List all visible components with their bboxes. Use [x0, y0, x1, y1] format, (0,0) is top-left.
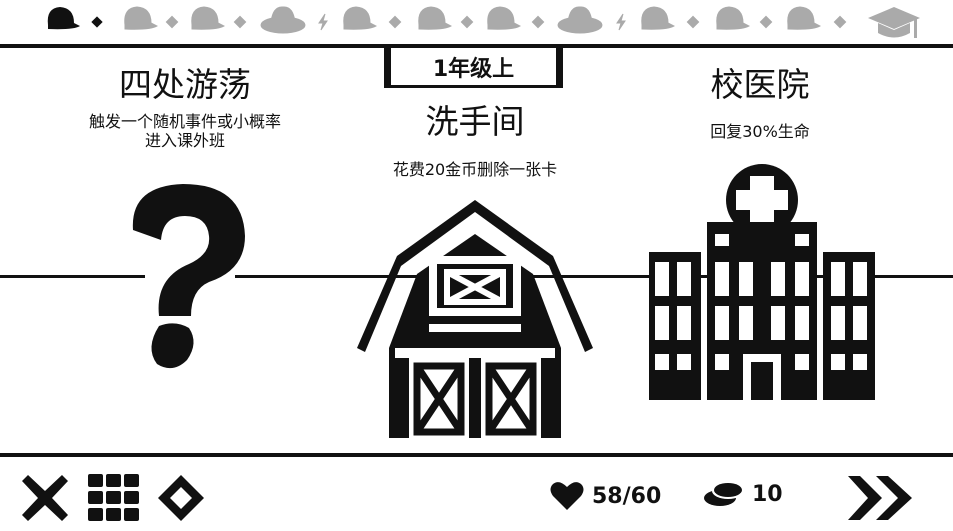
choice-title: 四处游荡 [119, 65, 251, 104]
hp-value: 58/60 [592, 483, 662, 509]
choice-hospital[interactable]: 校医院 回复30%生命 [635, 50, 885, 450]
map-button[interactable] [156, 473, 206, 523]
hp-display: 58/60 [550, 480, 661, 512]
close-button[interactable] [20, 473, 70, 523]
choice-restroom[interactable]: 洗手间 花费20金币删除一张卡 [345, 50, 605, 450]
double-chevron-right-icon [848, 476, 912, 520]
skip-button[interactable] [846, 472, 916, 524]
choice-description: 回复30%生命 [710, 122, 810, 141]
barn-icon [357, 200, 593, 438]
choice-description: 触发一个随机事件或小概率 进入课外班 [88, 112, 281, 150]
bottom-divider [0, 453, 953, 457]
future-steps [124, 6, 847, 34]
hospital-icon [647, 164, 875, 400]
bottom-toolbar [0, 458, 953, 531]
diamond-icon [158, 475, 204, 521]
choice-wander[interactable]: 四处游荡 触发一个随机事件或小概率 进入课外班 [40, 50, 330, 450]
coins-icon [704, 483, 744, 506]
top-divider [0, 44, 953, 48]
current-step-dot [91, 16, 103, 28]
deck-grid-icon [88, 474, 139, 521]
grade-badge: 1年级上 [384, 48, 563, 88]
coin-display: 10 [702, 480, 783, 508]
coin-value: 10 [752, 481, 783, 507]
deck-button[interactable] [88, 474, 140, 522]
close-icon [22, 475, 68, 521]
graduation-cap-icon [868, 7, 920, 38]
choice-description: 花费20金币删除一张卡 [392, 160, 558, 179]
progress-track [0, 0, 953, 46]
heart-icon [550, 482, 584, 510]
question-mark-icon [132, 184, 245, 369]
choice-title: 洗手间 [425, 102, 525, 141]
current-step-cap-icon [47, 7, 80, 30]
choice-title: 校医院 [710, 65, 810, 104]
